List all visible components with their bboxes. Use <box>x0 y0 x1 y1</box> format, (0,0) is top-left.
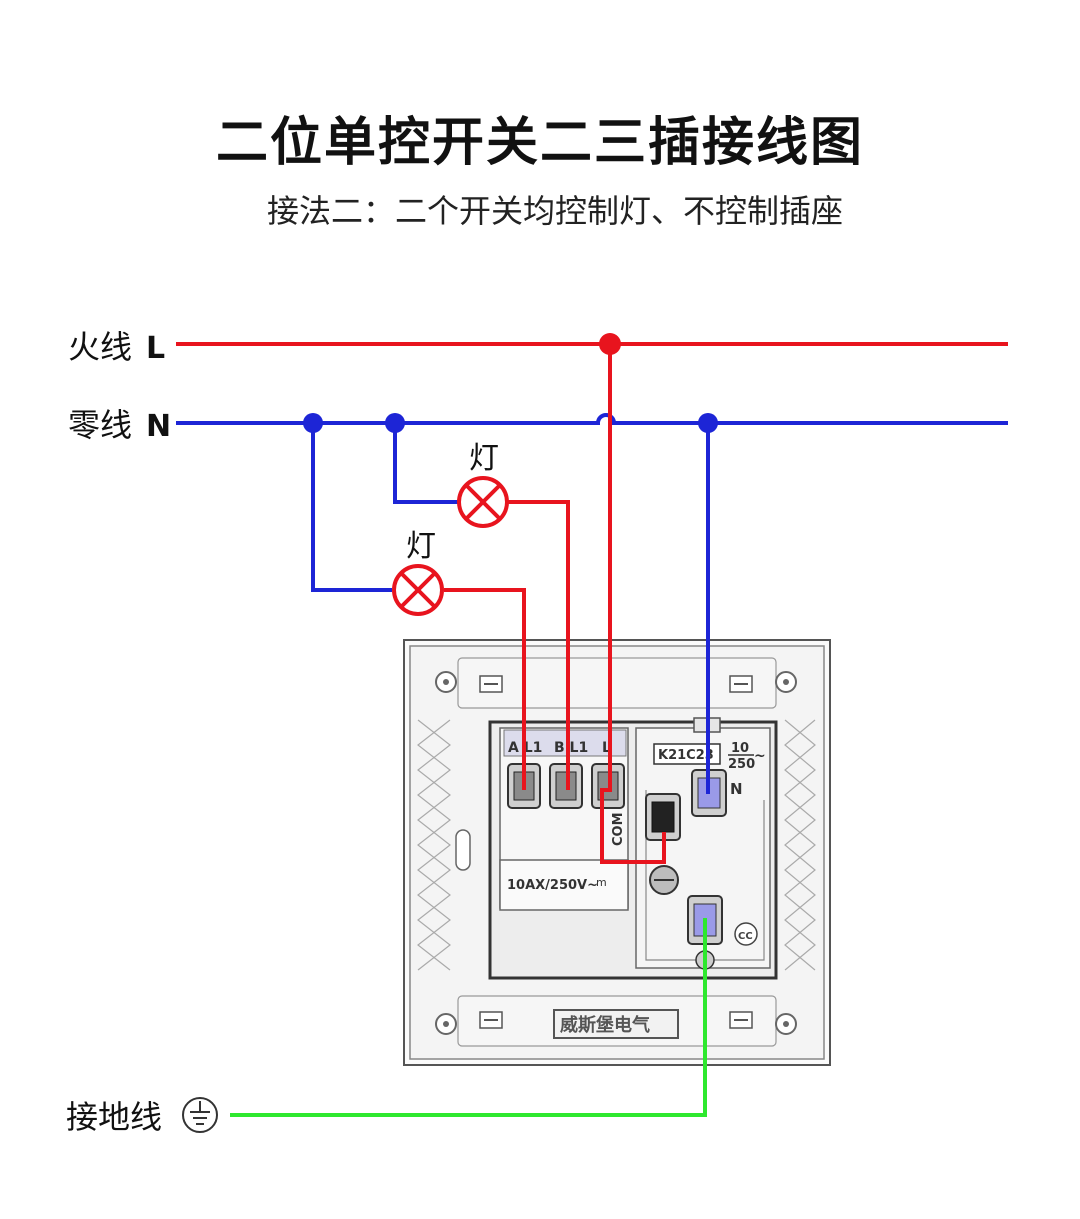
page-title: 二位单控开关二三插接线图 <box>215 113 864 173</box>
com-label: COM <box>611 812 626 846</box>
rating-suffix-label: ~ <box>754 748 766 764</box>
neutral-wire-letter: N <box>146 409 171 444</box>
lower-lamp-icon <box>392 564 444 616</box>
live-wire-label: 火线 <box>68 328 132 366</box>
lower-lamp-switch-wire <box>444 588 526 790</box>
neutral-junction-dot <box>385 413 405 433</box>
neutral-wire-label: 零线 <box>68 406 132 444</box>
lower-lamp-label: 灯 <box>406 529 436 564</box>
page-subtitle: 接法二：二个开关均控制灯、不控制插座 <box>266 192 843 230</box>
small-mark-label: m <box>596 876 607 889</box>
ground-wire-label: 接地线 <box>66 1098 162 1136</box>
rating-top-label: 10 <box>731 741 749 756</box>
upper-lamp-switch-wire <box>508 500 570 790</box>
live-drop-wire <box>600 344 666 864</box>
live-wire-letter: L <box>146 331 165 366</box>
ground-wire <box>230 918 707 1117</box>
svg-text:CC: CC <box>738 931 753 942</box>
upper-lamp-neutral-wire <box>393 423 458 504</box>
rating-bottom-label: 250 <box>728 757 755 772</box>
neutral-junction-dot <box>698 413 718 433</box>
upper-lamp-icon <box>457 476 509 528</box>
terminal-l-label: L <box>602 740 611 756</box>
terminal-b-label: B L1 <box>554 740 588 756</box>
live-junction-dot <box>599 333 621 355</box>
neutral-wire <box>176 413 1008 425</box>
socket-model-label: K21C23 <box>658 748 714 763</box>
upper-lamp-label: 灯 <box>469 441 499 476</box>
ground-symbol-icon <box>182 1097 218 1133</box>
neutral-mark-label: N <box>730 780 743 798</box>
neutral-junction-dot <box>303 413 323 433</box>
switch-rating-label: 10AX/250V~ <box>507 878 598 893</box>
brand-label: 威斯堡电气 <box>560 1014 650 1036</box>
socket-panel: CC <box>403 639 831 1066</box>
lower-lamp-neutral-wire <box>311 423 392 592</box>
